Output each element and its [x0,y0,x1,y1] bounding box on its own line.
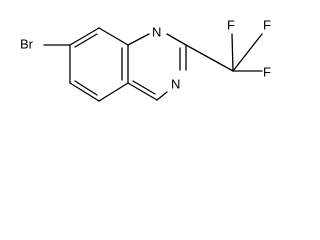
double-bond-c7-c8-inner [74,33,98,48]
bond-n3-c4 [156,91,168,101]
atom-label-n1: N [152,25,161,40]
atom-label-f-right: F [263,65,271,80]
atom-label-f-top-right: F [263,18,271,33]
bond-c2-cf3 [185,44,234,72]
atom-label-f-top-left: F [227,18,235,33]
bond-c4a-c5 [98,82,129,102]
atom-label-br: Br [20,37,34,52]
bond-cf3-f-top-left [231,33,234,72]
bond-c8-c8a [98,27,129,46]
atom-label-n3: N [171,77,180,92]
structure-canvas: Br N N F F F [0,0,281,121]
bond-c8a-n1 [127,33,150,46]
pyrimidine-ring [127,33,187,101]
bond-c7-c8 [69,27,100,46]
bond-c4-c4a [127,82,158,101]
bond-n1-c2 [166,33,187,46]
bond-cf3-f-top-right [232,33,263,72]
molecule-drawing: Br N N F F F [20,18,271,102]
double-bond-c5-c6-inner [74,80,98,96]
bond-c5-c6 [69,82,100,102]
double-bond-c4-c4a-inner [132,80,156,95]
benzene-ring [69,27,129,102]
